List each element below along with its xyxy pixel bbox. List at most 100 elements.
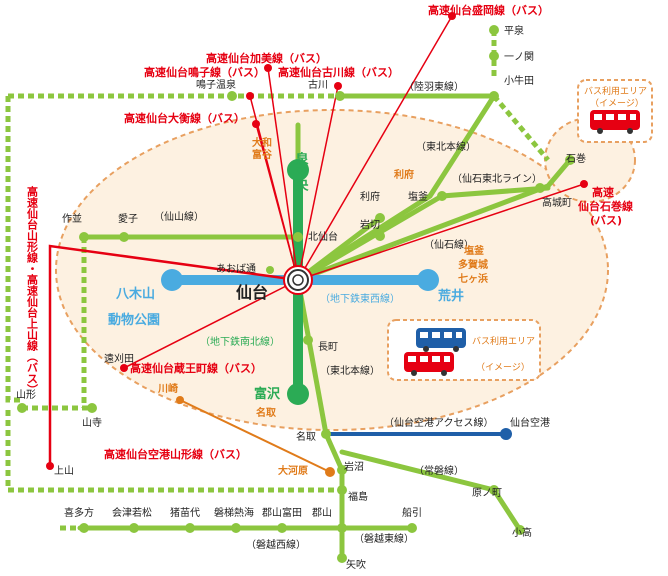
label-furukawa: 古川	[308, 78, 328, 91]
station-dot-ichinoseki	[489, 51, 499, 61]
label-koriyama-tomita: 郡山富田	[262, 506, 302, 519]
label-banetsu-east: （磐越東線）	[354, 532, 414, 545]
station-dot-sakunami	[79, 232, 89, 242]
bus-icon-red-top	[590, 110, 640, 134]
ogawara-dot	[325, 467, 335, 477]
station-dot-koriyama	[337, 523, 347, 533]
label-bus-ishinomaki-3: (バス)	[590, 214, 622, 227]
station-dot-naruko	[227, 91, 237, 101]
label-banetsu-west: （磐越西線）	[246, 538, 306, 551]
label-izumi-area-2: 富谷	[252, 148, 273, 161]
bus-yamagata-end	[46, 462, 54, 470]
label-bus-naruko: 高速仙台鳴子線（バス）	[144, 65, 265, 79]
label-tohoku-south: （東北本線）	[320, 364, 380, 377]
station-dot-iwanuma	[337, 465, 347, 475]
label-yamagata: 山形	[16, 389, 36, 401]
label-bus-zao: 高速仙台蔵王町線（バス）	[130, 361, 262, 375]
label-odaka: 小高	[512, 526, 532, 539]
legend-center-line2: （イメージ）	[476, 362, 530, 373]
arai-terminal	[417, 269, 439, 291]
label-kitakata: 喜多方	[64, 506, 94, 519]
label-nagamachi: 長町	[318, 341, 338, 353]
label-natori: 名取	[296, 430, 316, 443]
station-dot-yamadera	[87, 403, 97, 413]
label-iwanuma: 岩沼	[344, 460, 364, 473]
label-bus-yamagata: 高速仙台山形線・高速仙台上山線（バス）	[26, 185, 40, 395]
bus-ishinomaki-end	[580, 180, 588, 188]
label-aobadori: あおば通	[216, 263, 256, 275]
station-dot-koriyama-tomita	[277, 523, 287, 533]
station-dot-aobadori	[266, 266, 274, 274]
station-dot-rifu	[375, 213, 385, 223]
sendai-airport-dot	[500, 428, 512, 440]
line-kawasaki	[179, 399, 331, 473]
station-dot-hiraizumi	[489, 25, 499, 35]
legend-center-line1: バス利用エリア	[472, 335, 535, 347]
station-dot-aizu	[129, 523, 139, 533]
station-dot-natori	[321, 429, 331, 439]
bus-morioka-line	[297, 15, 453, 281]
station-dot-furukawa	[335, 91, 345, 101]
label-tagajo-3: 七ヶ浜	[458, 272, 488, 285]
label-rifu: 利府	[360, 190, 380, 203]
station-dot-haranomachi	[489, 485, 499, 495]
label-hiraizumi: 平泉	[504, 24, 524, 37]
yagiyama-terminal	[161, 269, 183, 291]
label-yagiyama-1: 八木山	[115, 286, 155, 302]
station-dot-inawashiro	[185, 523, 195, 533]
label-ogawara: 大河原	[278, 464, 308, 477]
station-dot-odaka	[515, 525, 525, 535]
station-dot-kogota	[489, 91, 499, 101]
label-sendai: 仙台	[236, 283, 268, 302]
label-inawashiro: 猪苗代	[170, 507, 200, 519]
label-sendai-airport: 仙台空港	[510, 416, 550, 429]
label-funehiki: 船引	[402, 506, 422, 519]
bus-icon-blue	[416, 328, 466, 352]
label-tomizawa: 富沢	[254, 386, 281, 402]
label-joban: （常磐線）	[414, 464, 464, 477]
bus-ishinomaki-line	[297, 183, 585, 281]
bus-furukawa-line	[297, 85, 339, 281]
bus-taiwa-end	[252, 120, 260, 128]
label-bus-airport-yamagata: 高速仙台空港山形線（バス）	[104, 447, 247, 461]
label-tohoku-north: （東北本線）	[416, 140, 476, 153]
line-ou-south-dotted	[5, 410, 342, 493]
label-kawasaki: 川崎	[157, 382, 178, 395]
bus-kamiyama-end	[264, 64, 272, 72]
bus-zao-end	[120, 364, 128, 372]
line-yamagata-dotted	[5, 96, 22, 403]
label-yabuki: 矢吹	[346, 558, 366, 571]
station-dot-yabuki	[337, 553, 347, 563]
label-rikuu-east: （陸羽東線）	[404, 80, 464, 93]
label-naruko-onsen: 鳴子温泉	[196, 78, 236, 91]
label-koriyama: 郡山	[312, 507, 332, 519]
izumi-chuo-terminal	[287, 159, 309, 181]
label-izumi-area-1: 大和	[252, 136, 272, 149]
station-dot-ayashi	[119, 232, 129, 242]
legend-top-line1: バス利用エリア	[584, 85, 647, 97]
label-bus-kamiyama: 高速仙台加美線（バス）	[206, 51, 327, 65]
bus-yamagata-line	[48, 244, 299, 466]
label-iwakiri: 岩切	[360, 218, 380, 231]
label-bus-morioka: 高速仙台盛岡線（バス）	[428, 3, 549, 17]
station-dot-kitasendai	[293, 232, 303, 242]
bus-furukawa-end	[334, 82, 342, 90]
line-senseki	[295, 157, 573, 283]
label-natori-area: 名取	[256, 406, 277, 419]
label-fukushima: 福島	[348, 490, 368, 503]
kawasaki-dot	[176, 396, 184, 404]
station-dot-matsushima	[437, 191, 447, 201]
label-yagiyama-2: 動物公園	[108, 312, 160, 328]
label-tagajo-1: 塩釜	[464, 244, 485, 257]
label-senzan: （仙山線）	[154, 210, 204, 223]
label-rifu-area: 利府	[394, 168, 414, 181]
bus-taiwa-line	[255, 123, 299, 281]
sendai-hub-inner	[292, 274, 304, 286]
label-takagimachi: 高城町	[542, 196, 572, 209]
label-ishinomaki: 石巻	[566, 153, 586, 165]
station-dot-ishinomaki	[565, 155, 575, 165]
label-aizu: 会津若松	[112, 506, 152, 519]
legend-top-line2: （イメージ）	[590, 98, 644, 109]
label-izumi-chuo: 泉中央	[293, 151, 309, 192]
station-dot-funehiki	[407, 523, 417, 533]
